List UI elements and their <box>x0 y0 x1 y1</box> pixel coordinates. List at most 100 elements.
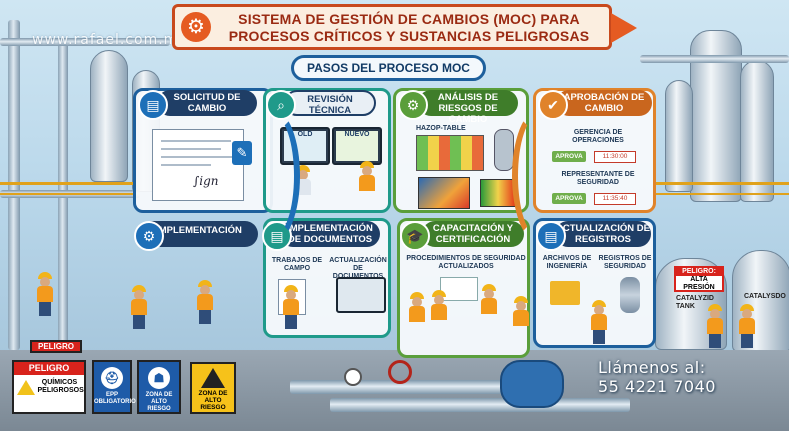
title-line-2: PROCESOS CRÍTICOS Y SUSTANCIAS PELIGROSA… <box>228 28 590 44</box>
gear-chart-icon: ⚙ <box>398 90 428 120</box>
gear-icon: ⚙ <box>181 12 211 42</box>
hazard-triangle-icon <box>16 379 35 395</box>
trainee <box>512 296 530 330</box>
step-revision-tag: REVISIÓN TÉCNICA <box>284 90 376 116</box>
engineer <box>358 161 376 195</box>
watermark: www.rafael.com.mx <box>32 32 188 48</box>
title-banner: ⚙ SISTEMA DE GESTIÓN DE CAMBIOS (MOC) PA… <box>172 4 637 50</box>
trainee <box>430 290 448 324</box>
edit-doc-icon: ✎ <box>232 141 252 165</box>
step-documentos-label: IMPLEMENTACIÓN DE DOCUMENTOS <box>287 223 373 245</box>
distillation-column <box>90 50 128 182</box>
flow-arrow <box>512 110 564 242</box>
training-caption: PROCEDIMIENTOS DE SEGURIDAD ACTUALIZADOS <box>406 255 526 270</box>
pipe <box>8 20 20 350</box>
step-capacitacion-tag: CAPACITACIÓN Y CERTIFICACIÓN <box>422 221 524 247</box>
pressure-gauge <box>344 368 362 386</box>
catalysdo-label: CATALYSDO <box>744 293 786 300</box>
monitor-new: NUEVO <box>332 127 382 165</box>
contact-info: Llámenos al: 55 4221 7040 <box>598 358 716 396</box>
approve-button-2[interactable]: APROVA <box>552 193 586 204</box>
worker <box>706 304 724 348</box>
trainee <box>480 284 498 318</box>
screen-new-label: NUEVO <box>344 131 370 138</box>
warning-triangle-icon <box>201 368 225 388</box>
ppe-sign: ⛑ EPP OBLIGATORIO <box>92 360 136 414</box>
guard-rail <box>655 182 789 195</box>
step-aprobacion-tag: APROBACIÓN DE CAMBIO <box>556 90 652 116</box>
signature-icon: ∫ign <box>193 174 219 188</box>
worker <box>282 285 300 329</box>
step-solicitud-tag: SOLICITUD DE CAMBIO <box>157 90 257 116</box>
title-line-1: SISTEMA DE GESTIÓN DE CAMBIOS (MOC) PARA <box>238 11 580 27</box>
guard-rail <box>0 182 135 195</box>
steps-title: PASOS DEL PROCESO MOC <box>291 55 486 81</box>
step-solicitud-label: SOLICITUD DE CAMBIO <box>173 92 241 114</box>
request-form: ∫ign <box>152 129 244 201</box>
database-icon <box>620 277 640 313</box>
field-work-label: TRABAJOS DE CAMPO <box>271 257 323 272</box>
worker <box>196 280 214 324</box>
step-aprobacion-label: APROBACIÓN DE CAMBIO <box>563 92 645 114</box>
trainee <box>408 292 426 326</box>
tank-label: CATALYZID TANK <box>676 295 714 310</box>
contact-phone[interactable]: 55 4221 7040 <box>598 377 716 396</box>
approver-2-role: REPRESENTANTE DE SEGURIDAD <box>561 171 635 186</box>
valve-diagram <box>336 277 386 313</box>
step-implementacion-label: IMPLEMENTACIÓN <box>156 225 242 236</box>
approval-time-1: 11:30:00 <box>594 151 636 163</box>
high-risk-zone-sign: ☗ ZONA DE ALTO RIESGO <box>137 360 181 414</box>
pressure-warning-sign: PELIGRO: ALTA PRESIÓN <box>674 266 724 292</box>
document-icon: ▤ <box>138 90 168 120</box>
high-risk-label: ZONA DE ALTO RIESGO <box>198 390 228 411</box>
training-board <box>440 277 478 301</box>
danger-label: PELIGRO: <box>676 268 722 276</box>
valve-wheel <box>388 360 412 384</box>
distillation-column <box>740 60 774 202</box>
step-analisis-label: ANÁLISIS DE RIESGOS DE CAMBIO <box>437 92 499 125</box>
risk-heatmap <box>480 179 516 207</box>
hazop-table-label: HAZOP-TABLE <box>416 125 466 132</box>
worker <box>738 304 756 348</box>
chemicals-label: QUÍMICOS PELIGROSOS <box>37 379 84 394</box>
engineering-files-label: ARCHIVOS DE INGENIERÍA <box>542 255 592 270</box>
worker <box>36 272 54 316</box>
chemical-hazard-sign: PELIGRO QUÍMICOS PELIGROSOS <box>12 360 86 414</box>
approver-1-role: GERENCIA DE OPERACIONES <box>572 129 624 144</box>
pipe <box>330 398 630 412</box>
screen-old-label: OLD <box>297 131 313 138</box>
person-icon: ☗ <box>148 367 170 389</box>
pipe <box>0 38 170 46</box>
zone-label: ZONA DE ALTO RIESGO <box>145 392 173 412</box>
pump <box>500 360 564 408</box>
step-registros-label: ACTUALIZACIÓN DE REGISTROS <box>556 223 650 245</box>
step-documentos-tag: IMPLEMENTACIÓN DE DOCUMENTOS <box>280 221 380 247</box>
step-revision-label: REVISIÓN TÉCNICA <box>307 94 353 116</box>
worker <box>130 285 156 329</box>
worker <box>590 300 608 344</box>
high-pressure-label: ALTA PRESIÓN <box>683 276 715 291</box>
graduation-cap-icon: 🎓 <box>400 221 430 251</box>
helmet-icon: ⛑ <box>101 367 123 389</box>
pipe <box>640 55 789 63</box>
safety-records-label: REGISTROS DE SEGURIDAD <box>598 255 652 270</box>
folder-icon <box>550 281 580 305</box>
vessel-icon <box>494 129 514 171</box>
high-risk-warning-sign: ZONA DE ALTO RIESGO <box>190 362 236 414</box>
contact-line-1: Llámenos al: <box>598 358 706 377</box>
arrow-icon <box>611 13 637 43</box>
approval-time-2: 11:35:40 <box>594 193 636 205</box>
approve-button-1[interactable]: APROVA <box>552 151 586 162</box>
step-registros-tag: ACTUALIZACIÓN DE REGISTROS <box>555 221 651 247</box>
danger-sign-top: PELIGRO <box>30 340 82 353</box>
danger-sign-header: PELIGRO <box>14 362 84 375</box>
doc-update-label: ACTUALIZACIÓN DE DOCUMENTOS <box>329 257 387 280</box>
hazop-table <box>416 135 484 171</box>
distillation-column <box>665 80 693 192</box>
step-analisis-tag: ANÁLISIS DE RIESGOS DE CAMBIO <box>418 90 518 125</box>
flow-arrow <box>248 110 300 242</box>
ppe-label: EPP OBLIGATORIO <box>94 392 136 405</box>
gear-check-icon: ⚙ <box>134 221 164 251</box>
step-capacitacion-label: CAPACITACIÓN Y CERTIFICACIÓN <box>432 223 514 245</box>
